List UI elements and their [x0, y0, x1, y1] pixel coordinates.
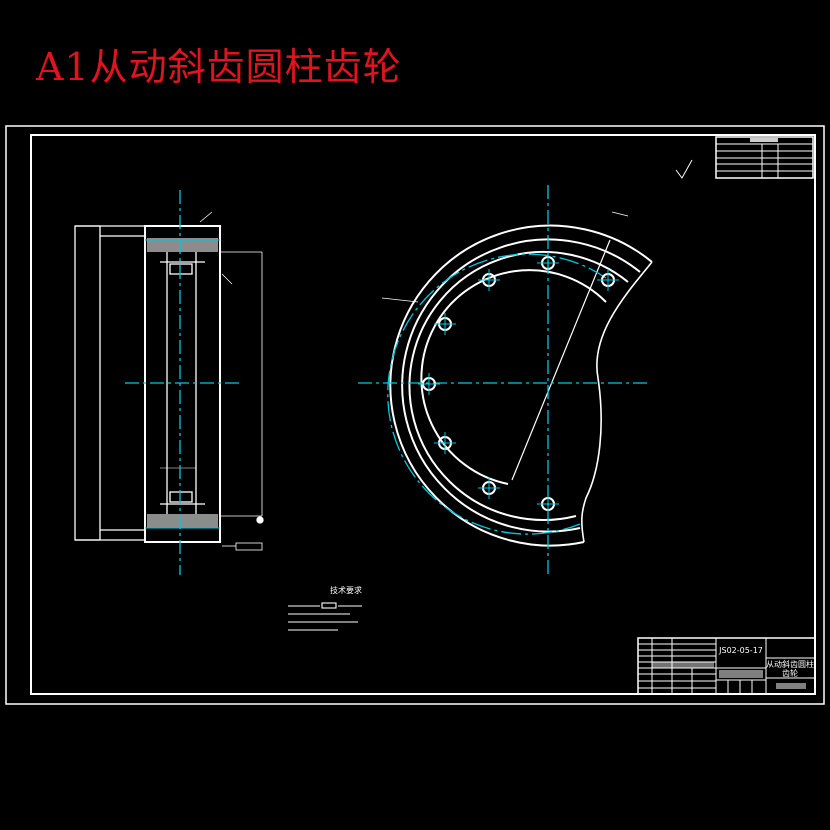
envelope-left [74, 225, 100, 541]
root-circle [401, 238, 641, 533]
section-view [74, 211, 264, 551]
part-name-line1: 从动斜齿圆柱 [766, 659, 814, 669]
leader-small [221, 273, 233, 285]
bolt-hole-top [169, 263, 193, 275]
roughness-leader [199, 211, 213, 223]
section-diagonal [511, 239, 611, 481]
drawing-number: JS02-05-17 [718, 646, 763, 655]
inner-frame [30, 134, 816, 695]
pitch-circle [387, 253, 607, 535]
parameter-table [715, 136, 814, 179]
leader-left [381, 297, 419, 303]
gear-body-outline [144, 225, 221, 543]
page-title: A1从动斜齿圆柱齿轮 [36, 45, 402, 89]
tolerance-frame [235, 542, 263, 551]
tech-requirements-heading: 技术要求 [330, 585, 362, 595]
bolt-hole-bottom [169, 491, 193, 503]
tip-circle [389, 224, 653, 547]
web-outer-circle [408, 251, 629, 521]
roughness-symbol [675, 159, 693, 179]
bolt-hole-centerlines [418, 252, 619, 515]
leader-top [611, 211, 629, 217]
bore-circle [420, 269, 607, 485]
break-line [581, 261, 653, 543]
rim-hatch-top [147, 238, 218, 252]
tech-note-lines [288, 602, 362, 631]
rim-hatch-bottom [147, 514, 218, 528]
part-name-line2: 齿轮 [782, 668, 798, 678]
title-block [637, 637, 816, 695]
outer-border [5, 125, 825, 705]
section-centerlines [125, 190, 240, 575]
front-view [381, 211, 653, 547]
datum-marker [256, 516, 264, 524]
tech-requirements: 技术要求 [288, 585, 362, 631]
